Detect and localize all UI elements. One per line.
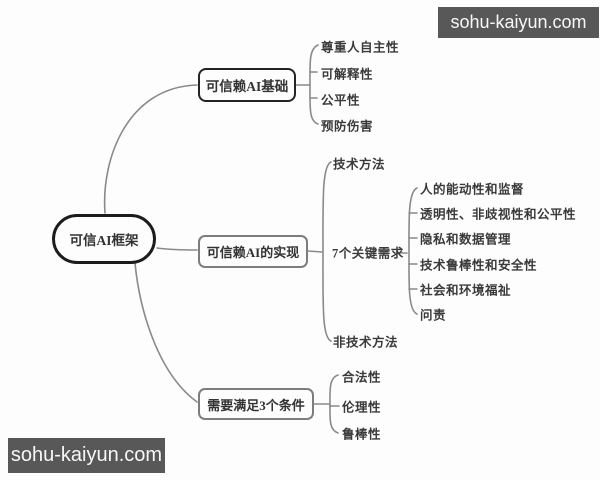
branch-box-three-conditions: 需要满足3个条件	[198, 388, 314, 420]
root-node-trustworthy-ai-framework: 可信AI框架	[52, 214, 156, 264]
edge-root-foundation	[103, 84, 198, 214]
watermark-bottom-left: sohu-kaiyun.com	[8, 438, 165, 473]
node-seven-key-requirements: 7个关键需求	[332, 246, 404, 261]
root-node-label: 可信AI框架	[69, 233, 139, 248]
leaf-transparency-nondiscrimination-fairness: 透明性、非歧视性和公平性	[420, 207, 577, 222]
edge-root-implementation	[156, 247, 198, 251]
leaf-human-agency-oversight: 人的能动性和监督	[420, 182, 525, 197]
brace-implementation	[322, 161, 332, 342]
leaf-non-technical-methods: 非技术方法	[333, 335, 399, 350]
leaf-robustness: 鲁棒性	[342, 427, 382, 442]
edge-implementation-anchor	[307, 250, 323, 253]
leaf-prevent-harm: 预防伤害	[321, 119, 374, 134]
edge-root-conditions	[134, 262, 198, 403]
leaf-respect-human-autonomy: 尊重人自主性	[321, 40, 400, 55]
leaf-societal-environmental-wellbeing: 社会和环境福祉	[420, 283, 512, 298]
leaf-legality: 合法性	[342, 370, 382, 385]
leaf-ethics: 伦理性	[342, 400, 382, 415]
branch-box-ai-implementation-label: 可信赖AI的实现	[206, 245, 300, 260]
leaf-privacy-data-management: 隐私和数据管理	[420, 232, 512, 247]
leaf-accountability: 问责	[420, 308, 447, 323]
leaf-explainability: 可解释性	[321, 67, 374, 82]
watermark-top-right: sohu-kaiyun.com	[438, 7, 599, 38]
leaf-fairness: 公平性	[321, 93, 361, 108]
leaf-technical-methods: 技术方法	[333, 157, 386, 172]
branch-box-ai-implementation: 可信赖AI的实现	[198, 235, 308, 268]
branch-box-ai-foundation-label: 可信赖AI基础	[205, 79, 289, 94]
leaf-technical-robustness-safety: 技术鲁棒性和安全性	[420, 258, 538, 273]
brace-conditions	[329, 374, 339, 434]
branch-box-ai-foundation: 可信赖AI基础	[198, 68, 296, 102]
branch-box-three-conditions-label: 需要满足3个条件	[207, 397, 305, 413]
brace-requirements	[408, 187, 418, 315]
brace-foundation	[309, 44, 319, 125]
